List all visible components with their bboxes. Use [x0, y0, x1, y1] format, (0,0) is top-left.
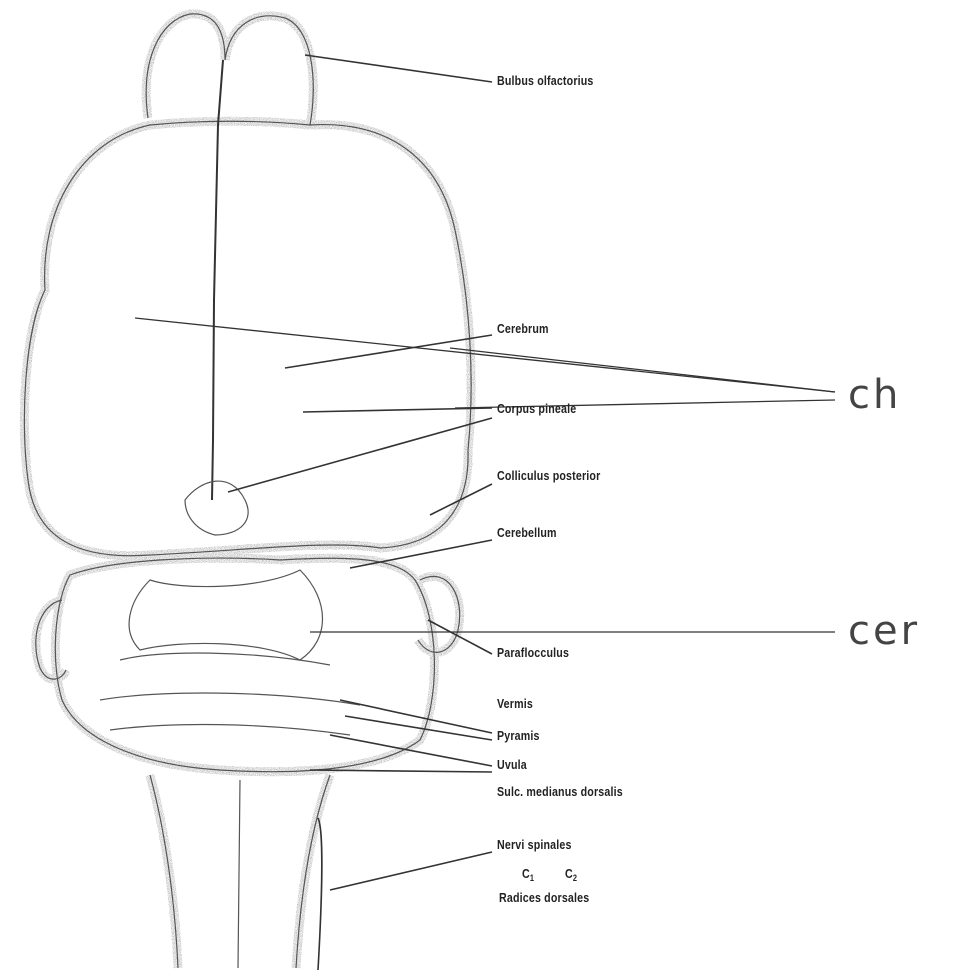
label-sulc-medianus-dorsalis: Sulc. medianus dorsalis [497, 784, 623, 799]
annotation-ch: ch [848, 372, 901, 418]
label-nervi-spinales: Nervi spinales [497, 837, 572, 852]
leader-lines [135, 55, 835, 890]
stipple-shading [24, 14, 471, 968]
label-c2: C2 [565, 866, 577, 883]
c1-subscript: 1 [530, 873, 534, 883]
label-vermis: Vermis [497, 696, 533, 711]
label-pyramis: Pyramis [497, 728, 540, 743]
label-cerebrum: Cerebrum [497, 321, 549, 336]
label-paraflocculus: Paraflocculus [497, 645, 569, 660]
label-radices-dorsales: Radices dorsales [499, 890, 589, 905]
label-uvula: Uvula [497, 757, 527, 772]
c1-letter: C [522, 866, 530, 881]
c2-letter: C [565, 866, 573, 881]
label-bulbus-olfactorius: Bulbus olfactorius [497, 73, 594, 88]
label-c1: C1 [522, 866, 534, 883]
label-corpus-pineale: Corpus pineale [497, 401, 576, 416]
label-cerebellum: Cerebellum [497, 525, 557, 540]
label-colliculus-posterior: Colliculus posterior [497, 468, 600, 483]
annotation-cer: cer [848, 608, 920, 654]
c2-subscript: 2 [573, 873, 577, 883]
